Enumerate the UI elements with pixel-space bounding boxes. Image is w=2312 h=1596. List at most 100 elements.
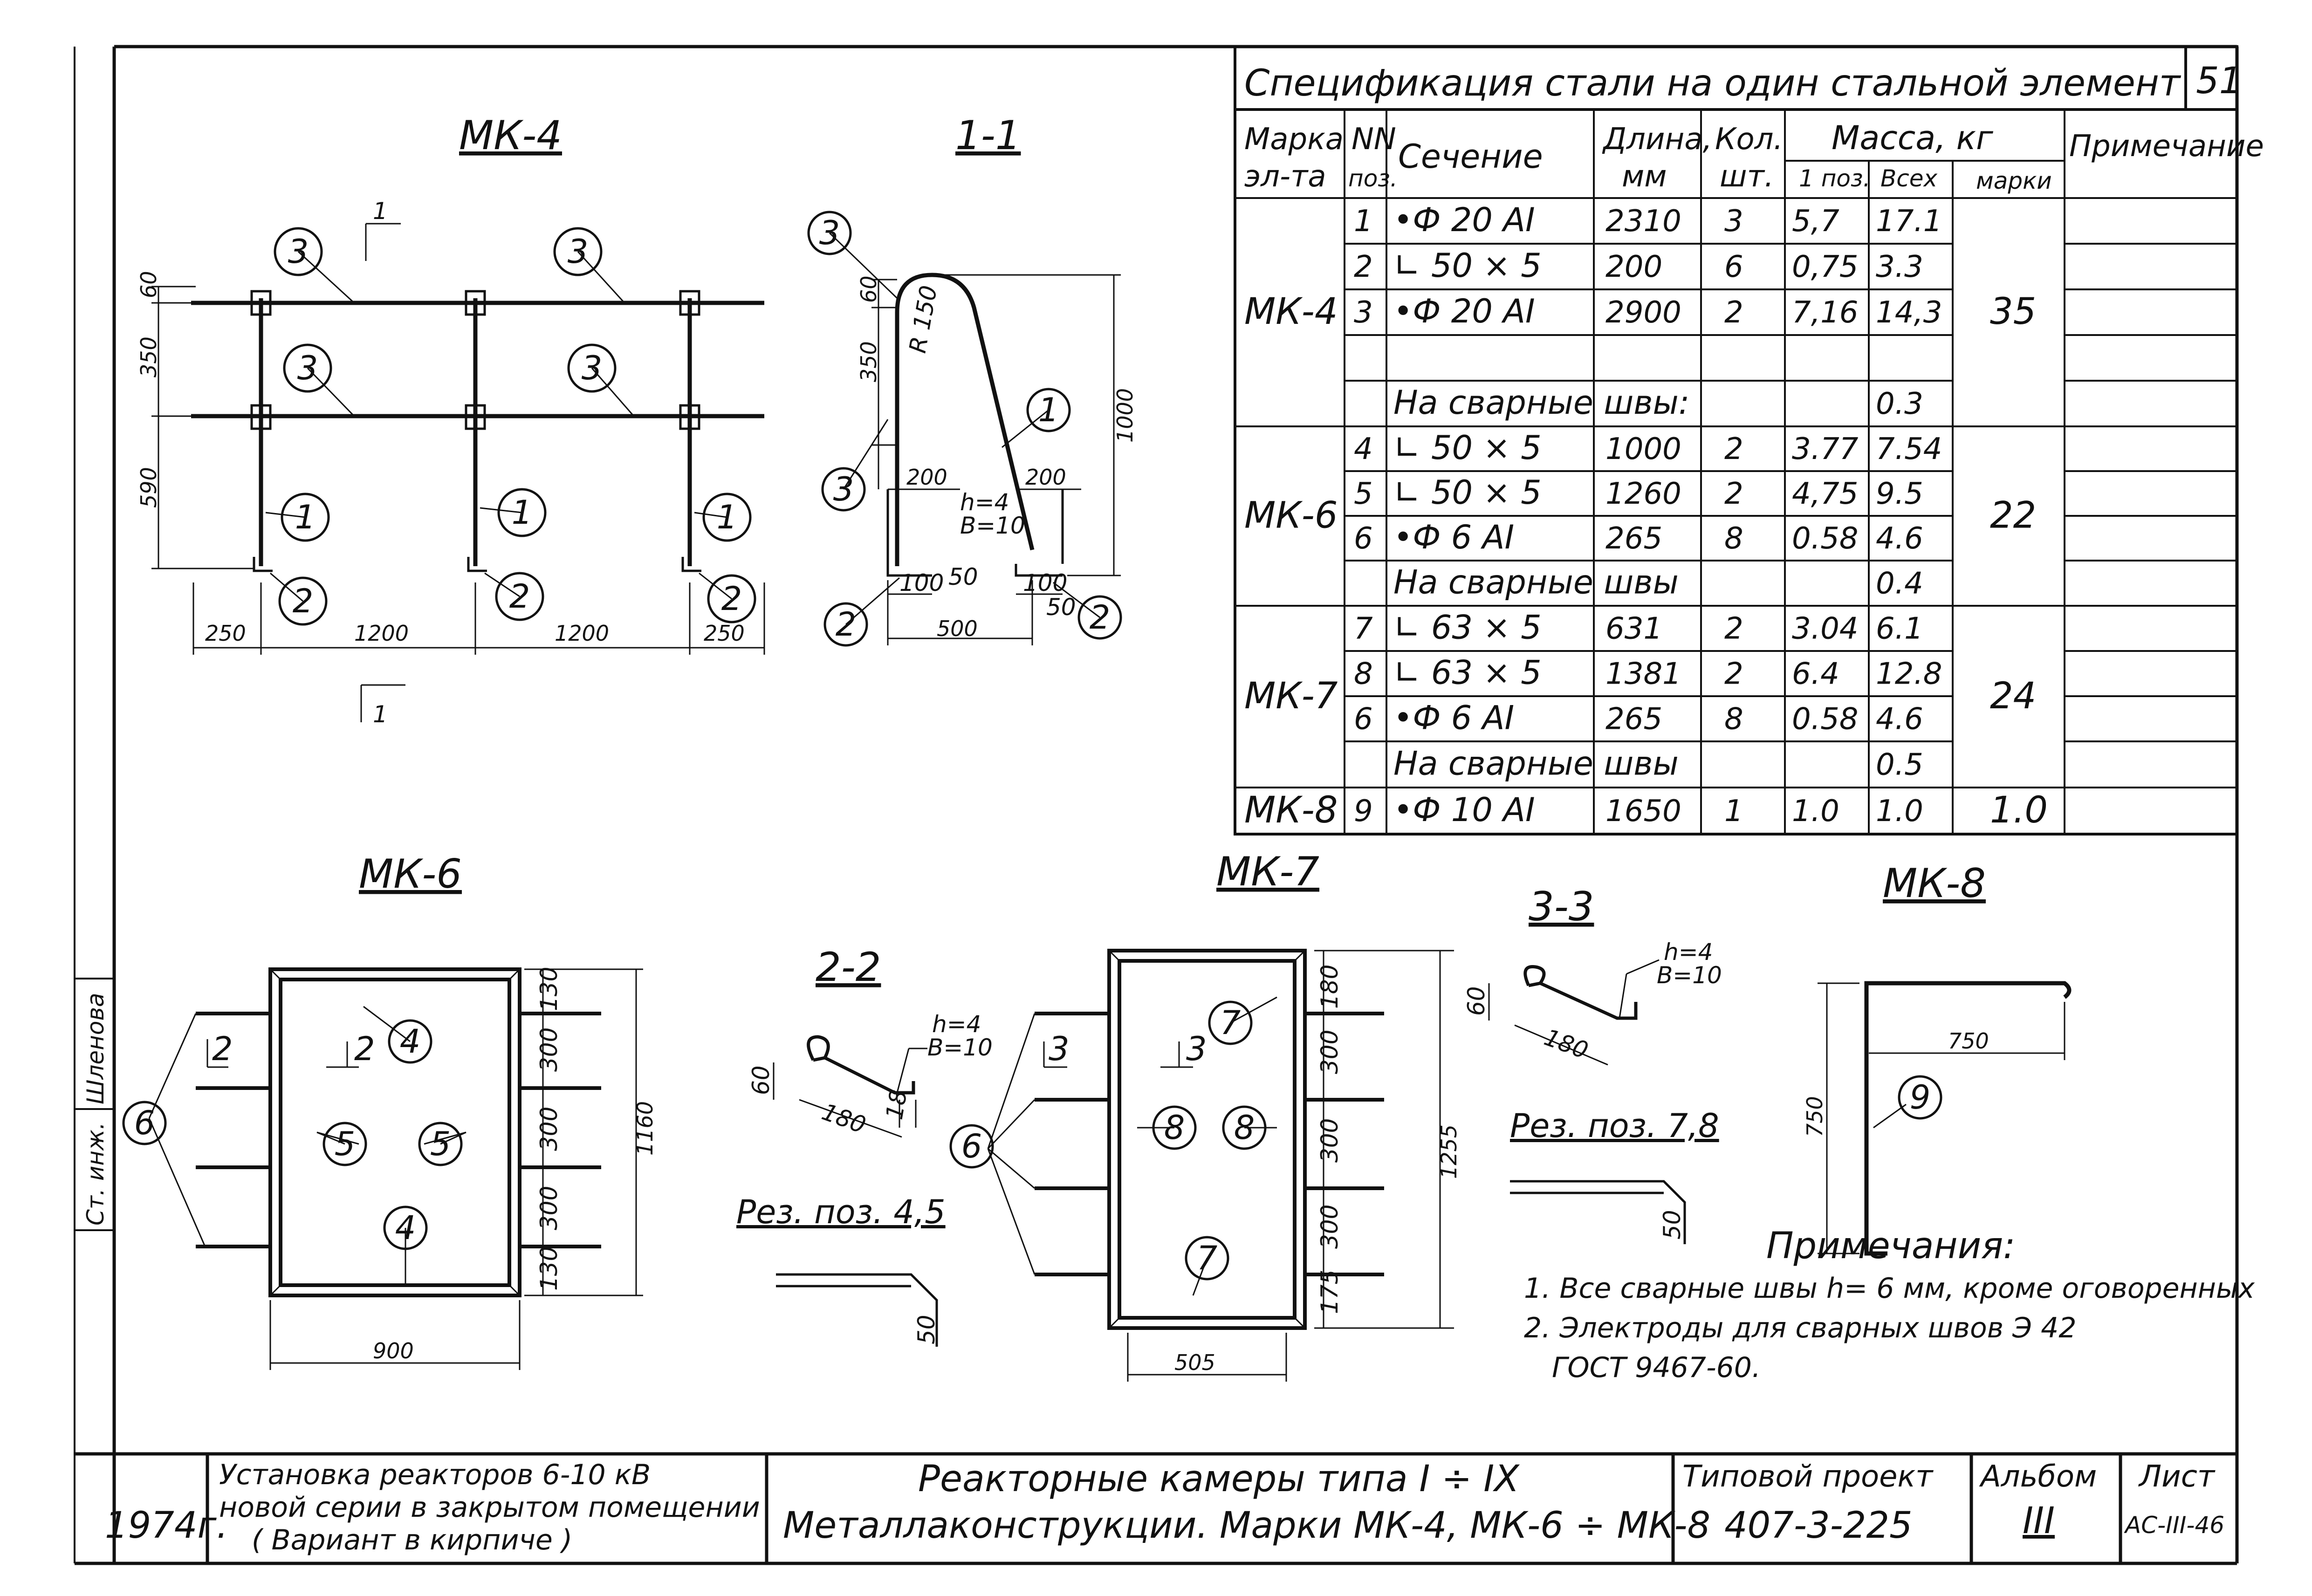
mk6-dim-900: 900 — [373, 1338, 414, 1363]
note-3: ГОСТ 9467-60. — [1552, 1351, 1761, 1384]
spec-cell-section: На сварные швы — [1393, 563, 1679, 602]
section-3-3-view: 3-3 60 180 h=4 B=10 Рез. поз. 7,8 50 — [1463, 884, 1722, 1244]
callout-leader — [480, 507, 522, 514]
note-1: 1. Все сварные швы h= 6 мм, кроме оговор… — [1524, 1272, 2255, 1305]
tb-album-label: Альбом — [1979, 1459, 2097, 1494]
spec-cell-pos: 6 — [1354, 702, 1373, 737]
sec11-weld-h: h=4 — [960, 489, 1009, 516]
tb-sheet-no: АС-III-46 — [2124, 1512, 2224, 1539]
spec-cell-pos: 3 — [1354, 295, 1373, 330]
callout-circle — [1208, 1000, 1253, 1045]
spec-cell-mall: 6.1 — [1876, 612, 1923, 646]
sec33-dim-180: 180 — [1541, 1024, 1592, 1064]
callout-leader — [694, 512, 727, 518]
callout-leader — [843, 419, 889, 490]
sec11-dim-200-b: 200 — [1025, 465, 1066, 490]
mk8-title: МК-8 — [1883, 860, 1986, 907]
spec-cell-pos: 1 — [1354, 204, 1373, 239]
spec-cell-m1: 3.04 — [1792, 612, 1859, 646]
callout-circle — [823, 602, 868, 647]
mk7-view: МК-7 180 300 30 — [949, 849, 1461, 1382]
mk4-title: МК-4 — [459, 112, 562, 159]
sec22-weld-h: h=4 — [932, 1011, 981, 1038]
spec-group-total: 22 — [1990, 495, 2036, 537]
callout-leader — [270, 572, 303, 602]
spec-cell-m1: 1.0 — [1792, 794, 1839, 829]
spec-cell-qty: 2 — [1724, 612, 1743, 646]
spec-cell-m1: 7,16 — [1792, 295, 1859, 330]
sec11-dim-1000: 1000 — [1112, 388, 1138, 443]
tb-project-no: 407-3-225 — [1724, 1505, 1913, 1547]
mk4-dim-350: 350 — [136, 336, 161, 377]
callout-leader — [316, 1131, 345, 1145]
mk7-dim-180: 180 — [1316, 965, 1343, 1009]
callout-leader — [440, 1131, 467, 1145]
margin-name: Шленова — [82, 993, 109, 1104]
spec-cell-mall: 0.5 — [1876, 748, 1923, 782]
spec-cell-length: 200 — [1605, 250, 1662, 284]
spec-cell-qty: 1 — [1724, 794, 1743, 829]
callout-circle — [418, 1122, 463, 1166]
mk7-title: МК-7 — [1216, 849, 1319, 895]
mk6-dim-130-top: 130 — [535, 967, 563, 1011]
section-2-2-view: 2-2 60 180 h=4 B=10 18 Рез. поз. 4,5 50 — [736, 944, 993, 1347]
tb-title-1: Реакторные камеры типа I ÷ IX — [918, 1458, 1520, 1500]
spec-cell-mall: 0.3 — [1876, 387, 1923, 421]
sec22-dim-18: 18 — [881, 1088, 912, 1122]
spec-cell-mall: 1.0 — [1876, 794, 1923, 829]
spec-cell-section: На сварные швы — [1393, 745, 1679, 783]
spec-cell-qty: 8 — [1724, 521, 1743, 556]
header-mass-one: 1 поз. — [1799, 165, 1870, 192]
spec-group-mark: МК-6 — [1244, 495, 1338, 537]
sec33-title: 3-3 — [1529, 884, 1594, 930]
sec11-dim-50-b: 50 — [1046, 594, 1076, 621]
spec-cell-mall: 14,3 — [1876, 295, 1942, 330]
callout-leader — [699, 572, 732, 600]
spec-cell-pos: 8 — [1354, 657, 1373, 692]
callout-circle — [497, 488, 547, 537]
note-2: 2. Электроды для сварных швов Э 42 — [1524, 1312, 2077, 1344]
spec-cell-length: 1000 — [1605, 432, 1681, 466]
sec22-res-dim: 50 — [913, 1315, 940, 1344]
callout-circle — [122, 1101, 167, 1145]
spec-cell-section: •Ф 6 АI — [1393, 699, 1514, 737]
spec-cell-length: 1381 — [1605, 657, 1681, 692]
sec11-dim-200-a: 200 — [906, 465, 947, 490]
mk4-dim-590: 590 — [136, 467, 161, 508]
spec-cell-qty: 2 — [1724, 432, 1743, 466]
sec11-dim-50-a: 50 — [948, 563, 978, 590]
spec-cell-length: 1260 — [1605, 477, 1681, 511]
mk6-title: МК-6 — [359, 851, 462, 897]
spec-group-mark: МК-7 — [1244, 675, 1338, 717]
mk7-dim-1255: 1255 — [1436, 1124, 1461, 1179]
header-length-1: Длина, — [1602, 122, 1712, 157]
callout-leader — [845, 577, 900, 625]
mk4-dim-1200-a: 1200 — [354, 621, 409, 646]
mk4-dim-1200-b: 1200 — [555, 621, 609, 646]
sec11-dim-60: 60 — [856, 275, 881, 303]
header-mark-2: эл-та — [1244, 159, 1326, 194]
spec-cell-length: 631 — [1605, 612, 1662, 646]
callout-number: 6 — [961, 1127, 982, 1165]
spec-cell-m1: 4,75 — [1792, 477, 1859, 511]
mk6-dim-300-b: 300 — [535, 1107, 563, 1151]
callout-leader — [1053, 582, 1100, 618]
mk6-cut-mark-center: 2 — [354, 1030, 375, 1068]
spec-cell-section: ∟ 63 × 5 — [1393, 654, 1542, 692]
sec11-dim-350: 350 — [856, 341, 881, 382]
spec-cell-m1: 5,7 — [1792, 204, 1839, 239]
mk7-dim-300-a: 300 — [1316, 1030, 1343, 1074]
callout-circle — [949, 1124, 994, 1169]
callout-circle — [807, 211, 852, 255]
spec-cell-mall: 0.4 — [1876, 567, 1923, 601]
header-pos-1: NN — [1352, 122, 1396, 157]
callout-leader — [1192, 1258, 1208, 1296]
spec-cell-qty: 3 — [1724, 204, 1743, 239]
notes-title: Примечания: — [1766, 1225, 2015, 1267]
spec-cell-section: ∟ 50 × 5 — [1393, 429, 1542, 467]
mk7-dim-505: 505 — [1174, 1350, 1215, 1375]
